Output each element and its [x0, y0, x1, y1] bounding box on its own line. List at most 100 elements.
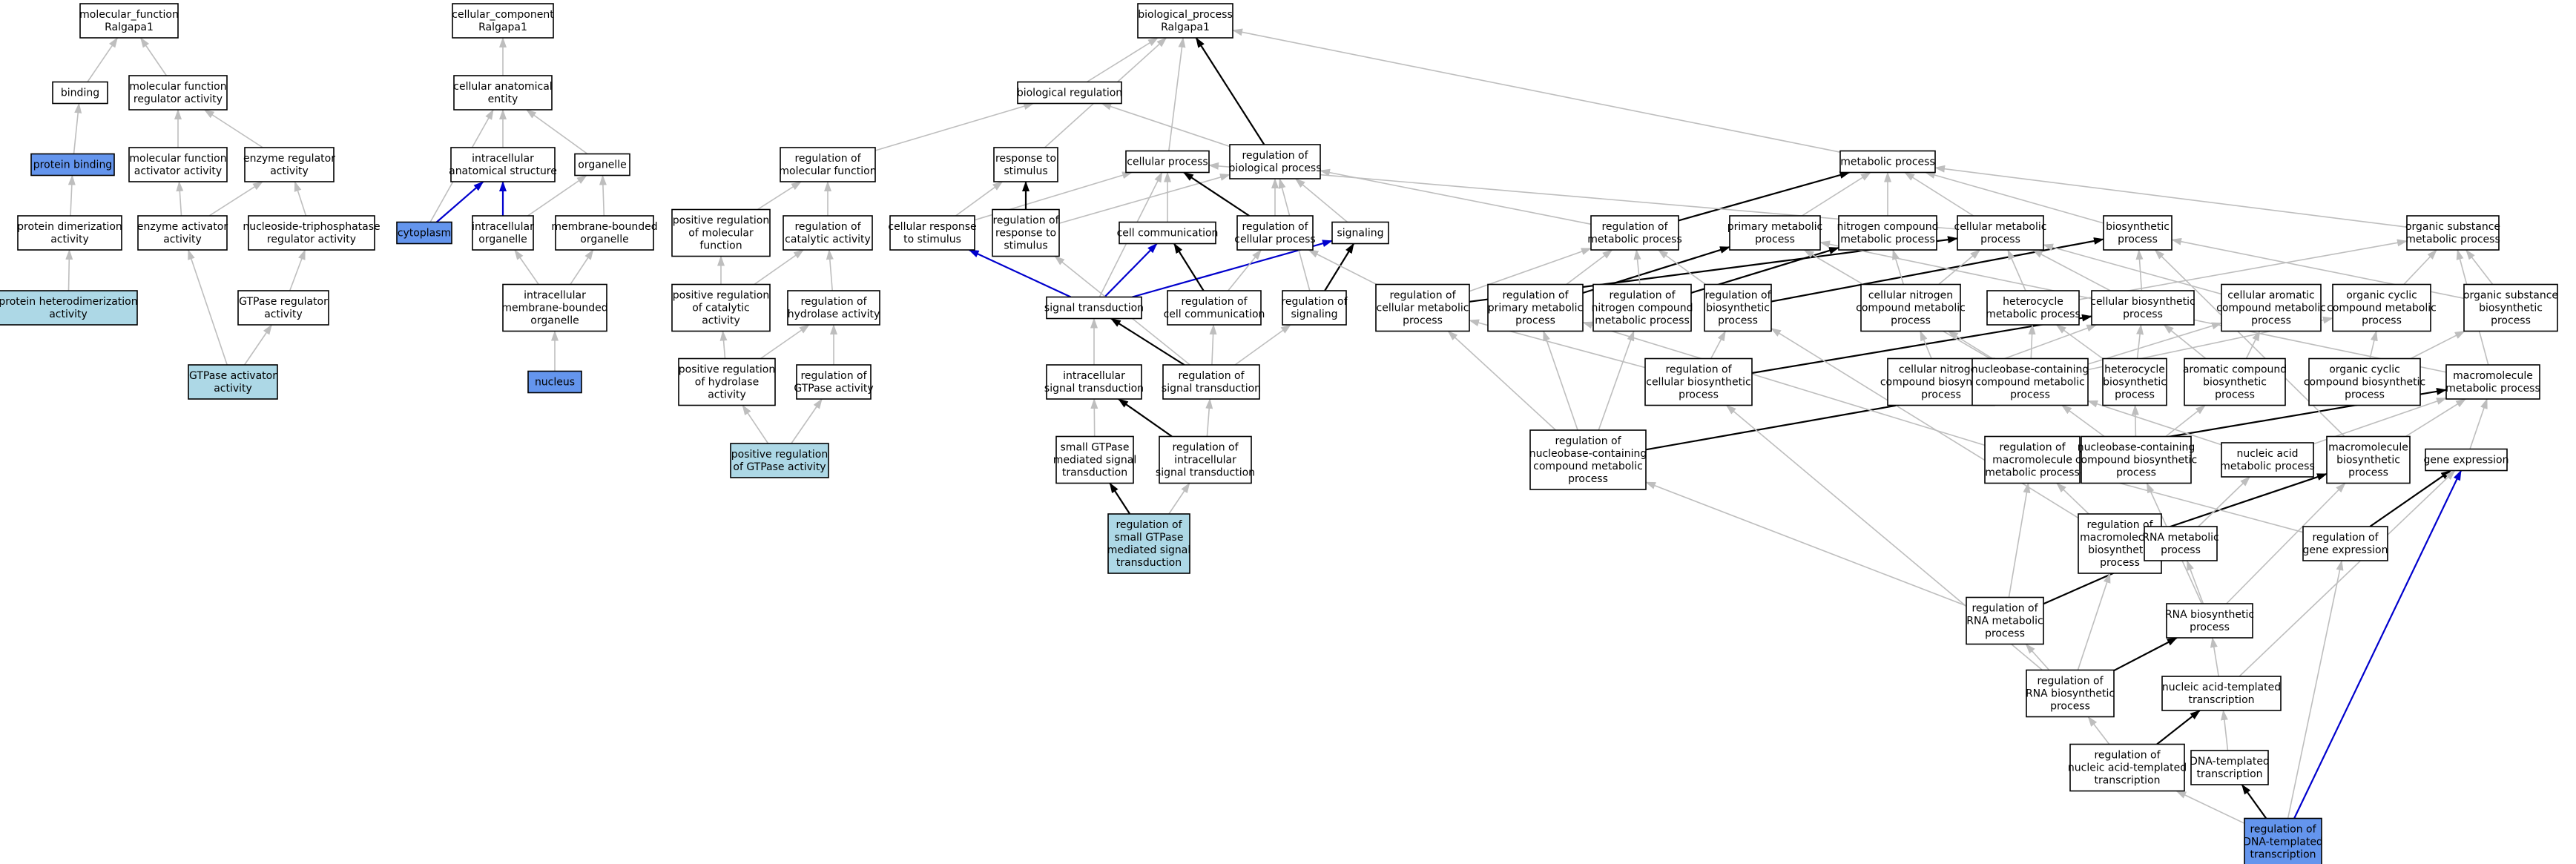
edge-regcellmet-to-regcell [1308, 249, 1377, 286]
node-label-line: metabolic process [2445, 383, 2540, 395]
edge-intorg-to-organelle [527, 174, 587, 217]
edge-regsigtrans-to-regcomm [1209, 324, 1217, 366]
node-box [17, 215, 122, 251]
go-term-node-cellproc: cellular process [1125, 150, 1210, 174]
edge-protdim-to-protbind [67, 174, 76, 217]
node-label-line: metabolic process [1985, 467, 2080, 479]
node-label-line: aromatic compound [2183, 364, 2287, 376]
node-label-line: mediated signal [1107, 544, 1190, 556]
node-box [1017, 81, 1122, 105]
node-label-line: cellular_component [452, 9, 554, 21]
node-label-line: regulation of [1172, 442, 1239, 454]
node-label-line: positive regulation [731, 449, 828, 461]
node-label-line: regulation of [1242, 150, 1308, 162]
node-label-line: organic substance [2463, 290, 2558, 302]
edge-cytoplasm-to-ias [435, 181, 484, 223]
node-box [2425, 448, 2508, 472]
node-box [1162, 364, 1260, 400]
node-label-line: process [1755, 234, 1795, 245]
node-label-line: process [2190, 621, 2230, 633]
node-box [1957, 215, 2044, 251]
node-label-line: activity [270, 165, 309, 177]
node-box [0, 290, 138, 326]
node-box [1167, 290, 1262, 326]
node-label-line: primary metabolic [1727, 221, 1823, 233]
edge-regnbcmet-to-regncmet [1598, 330, 1635, 431]
edge-regnatrans-to-regrnabiosyn [2087, 716, 2110, 745]
edge-enzreg-to-mfreg [203, 109, 263, 148]
node-label-line: regulation of [800, 370, 867, 382]
node-box [527, 370, 582, 394]
node-label-line: activity [50, 234, 89, 245]
node-label-line: metabolic process [2405, 234, 2500, 245]
node-box [992, 208, 1060, 257]
node-label-line: compound biosynthetic [2304, 377, 2425, 389]
edge-regsmallgtp-to-regintsig [1168, 482, 1190, 515]
node-label-line: biosynthetic [2336, 455, 2400, 466]
node-label-line: process [2100, 557, 2140, 569]
edge-regmacrobiosyn-to-regmacromet [2056, 482, 2089, 515]
go-term-node-cellcomm: cell communication [1117, 221, 1218, 245]
edge-regrnabiosyn-to-rnabiosyn [2113, 637, 2178, 672]
node-label-line: regulation of [1389, 290, 1456, 302]
node-label-line: signal transduction [1044, 383, 1144, 395]
node-label-line: RNA biosynthetic [2026, 688, 2115, 700]
node-label-line: process [1985, 628, 2025, 640]
node-label-line: process [2345, 389, 2385, 401]
node-label-line: transcription [2196, 768, 2262, 780]
node-label-line: membrane-bounded [551, 221, 657, 233]
node-label-line: process [2251, 315, 2291, 327]
edge-regrnabiosyn-to-regrnamet [2025, 643, 2050, 671]
node-label-line: metabolic process [1986, 309, 2081, 320]
edge-regsigtrans-to-regsig [1234, 324, 1291, 366]
node-box [2184, 357, 2286, 406]
node-label-line: process [2362, 315, 2402, 327]
node-label-line: protein heterodimerization [0, 296, 138, 308]
node-label-line: nucleobase-containing [1971, 364, 2089, 376]
edge-hetmet-to-osmet [2078, 239, 2408, 300]
node-label-line: biosynthetic [2088, 544, 2152, 556]
node-label-line: nucleobase-containing [2078, 442, 2195, 454]
node-label-line: organelle [580, 234, 628, 245]
node-box [1236, 215, 1314, 251]
edge-protbind-to-binding [73, 102, 82, 154]
node-box [1137, 3, 1233, 39]
node-label-line: transduction [1116, 557, 1182, 569]
node-label-line: response to [995, 228, 1056, 240]
node-label-line: RNA metabolic [1966, 616, 2043, 627]
node-label-line: activity [49, 309, 88, 320]
node-label-line: regulation of [1178, 370, 1245, 382]
edge-macrobiosyn-to-macromet [2405, 398, 2467, 438]
node-label-line: transcription [2094, 775, 2160, 787]
edge-signaling-to-regbio [1294, 178, 1348, 223]
node-label-line: enzyme activator [137, 221, 228, 233]
edge-posreghyd-to-reghyd [760, 324, 810, 360]
edge-regmacrobiosyn-to-regbiosyn [1770, 328, 2079, 519]
node-label-line: organelle [530, 315, 579, 327]
node-label-line: nucleoside-triphosphatase [243, 221, 380, 233]
edge-regsig-to-signaling [1324, 243, 1355, 291]
edge-regbio-to-bp [1195, 37, 1265, 145]
node-label-line: Ralgapa1 [1161, 22, 1210, 33]
edge-regdnatrans-to-regnatrans [2175, 790, 2245, 824]
edge-regcomm-to-cellcomm [1173, 243, 1205, 291]
edge-reghyd-to-regcat [826, 249, 834, 291]
node-box [1119, 221, 1216, 245]
edge-regdnatrans-to-geneexp [2293, 469, 2462, 819]
edge-gtpact-to-gtpreg [243, 324, 273, 366]
node-box [1229, 144, 1321, 179]
node-label-line: to stimulus [903, 234, 961, 245]
node-box [1055, 435, 1134, 484]
